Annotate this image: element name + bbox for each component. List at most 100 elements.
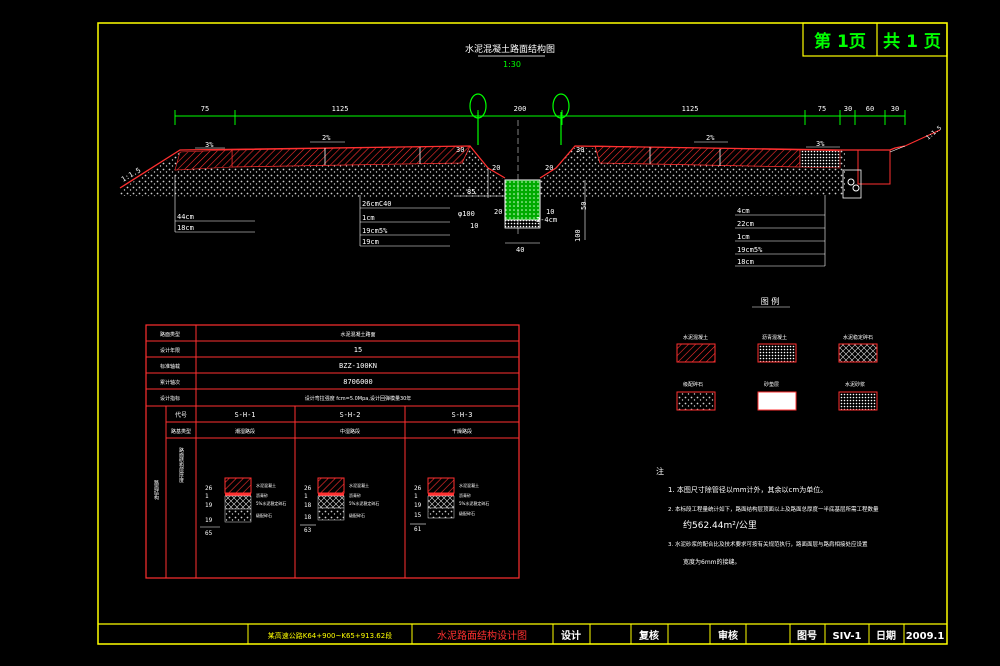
note-3-cont: 宽度为6mm的接缝。	[683, 558, 741, 566]
dim-50: 50	[580, 202, 588, 210]
dim-75-left: 75	[201, 105, 209, 113]
s2-name4: 级配碎石	[349, 512, 365, 518]
pipe-diameter: φ100	[458, 210, 475, 218]
left-layer-1: 44cm	[177, 213, 194, 221]
code-s-h-1: S-H-1	[234, 411, 255, 419]
mid-layer-1: 26cmC40	[362, 200, 392, 208]
table-row4-value: 8706000	[343, 378, 373, 386]
table-row4-label: 累计轴次	[160, 379, 180, 386]
type-s-h-2: 中湿路段	[340, 428, 360, 435]
s1-t1: 26	[205, 485, 213, 492]
date-value: 2009.1	[906, 631, 945, 642]
dim-75-right: 75	[818, 105, 826, 113]
mid-layer-callouts	[359, 195, 450, 247]
total-label: 共 1 页	[883, 32, 941, 52]
pipe-gap: 2-4cm	[536, 216, 557, 224]
title-block	[98, 623, 947, 644]
section-scale: 1:30	[503, 60, 521, 69]
s2-t2: 1	[304, 493, 308, 500]
s2-t4: 18	[304, 514, 312, 521]
dim-60: 60	[866, 105, 874, 113]
table-side-label: 路面结构	[153, 479, 159, 501]
s3-t4: 15	[414, 512, 422, 519]
drawing-no: SIV-1	[832, 631, 861, 642]
outer-frame	[97, 22, 948, 645]
mid-pipe-10: 10	[546, 208, 554, 216]
right-layer-callouts	[735, 195, 826, 267]
s2-name3: 5%水泥稳定碎石	[349, 500, 379, 506]
table-row3-label: 标准轴载	[160, 363, 180, 370]
note-1: 1. 本图尺寸除管径以mm计外，其余以cm为单位。	[668, 485, 827, 494]
left-layer-callouts	[174, 175, 255, 233]
s1-total: 65	[205, 530, 213, 537]
notes-title: 注	[656, 466, 664, 476]
dim-200: 200	[514, 105, 527, 113]
s3-t3: 19	[414, 502, 422, 509]
s3-t1: 26	[414, 485, 422, 492]
road-cross-section	[119, 120, 941, 235]
project-name: 某高速公路K64+900~K65+913.62段	[268, 631, 392, 640]
review-label: 复核	[638, 629, 659, 642]
design-table	[145, 324, 520, 579]
top-dimension-line	[174, 110, 906, 125]
legend-item-6: 水泥砂浆	[845, 381, 865, 388]
legend-item-5: 砂垫层	[764, 381, 779, 388]
dim-30-a: 30	[844, 105, 852, 113]
dim-100: 100	[574, 229, 582, 242]
page-box	[802, 22, 948, 57]
side-slope-right: 1:1.5	[925, 124, 944, 141]
legend-item-4: 级配碎石	[683, 381, 703, 388]
table-row1-value: 水泥混凝土路面	[340, 331, 375, 338]
s2-t3: 18	[304, 502, 312, 509]
code-s-h-2: S-H-2	[339, 411, 360, 419]
s3-t2: 1	[414, 493, 418, 500]
note-3: 3. 水泥砂浆的配合比及技术要求可按有关规范执行，路面面层与路肩相接处应设置	[668, 540, 868, 548]
lower-dims	[455, 168, 586, 244]
center-dim-30-left: 30	[456, 146, 464, 154]
type-s-h-1: 潮湿路段	[235, 428, 255, 435]
structure-2	[300, 477, 345, 526]
legend-swatches	[676, 343, 878, 411]
s2-name2: 沥青砂	[349, 492, 361, 498]
table-inner-label: 路面结构层厚度	[178, 447, 184, 484]
dim-1125-right: 1125	[682, 105, 699, 113]
slope-3-left: 3%	[205, 141, 214, 149]
slope-3-right: 3%	[816, 140, 825, 148]
right-layer-1: 4cm	[737, 207, 750, 215]
right-layer-3: 1cm	[737, 233, 750, 241]
center-dim-20-right: 20	[545, 164, 553, 172]
slope-2-right: 2%	[706, 134, 715, 142]
dim-30-b: 30	[891, 105, 899, 113]
s1-name2: 沥青砂	[256, 492, 268, 498]
tree-left	[469, 93, 487, 145]
page-label: 第 1页	[814, 31, 866, 52]
center-dim-20-left: 20	[492, 164, 500, 172]
mid-layer-2: 1cm	[362, 214, 375, 222]
structure-3	[410, 477, 455, 525]
s1-t3: 19	[205, 502, 213, 509]
s3-name4: 级配碎石	[459, 510, 475, 516]
right-layer-2: 22cm	[737, 220, 754, 228]
table-row5-value: 设计弯拉强度 fcm=5.0Mpa,设计回弹模量30年	[305, 395, 412, 402]
note-2: 2. 本标段工程量统计如下，路面结构层顶面以上及路面总厚度一半底基层所需工程数量	[668, 505, 879, 513]
table-type-header: 路基类型	[171, 428, 191, 435]
dim-1125-left: 1125	[332, 105, 349, 113]
legend-item-1: 水泥混凝土	[683, 334, 708, 341]
s1-t2: 1	[205, 493, 209, 500]
s3-total: 61	[414, 526, 422, 533]
s1-name4: 级配碎石	[256, 512, 272, 518]
pipe-size-label: 10	[470, 222, 478, 230]
approve-label: 审核	[718, 629, 738, 642]
s2-total: 63	[304, 527, 312, 534]
design-label: 设计	[561, 629, 581, 642]
code-s-h-3: S-H-3	[451, 411, 472, 419]
legend-item-2: 沥青混凝土	[762, 334, 787, 341]
mid-layer-3: 19cm5%	[362, 227, 388, 235]
note-2-value: 约562.44m²/公里	[683, 519, 757, 531]
dim-20-lower: 20	[494, 208, 502, 216]
s2-t1: 26	[304, 485, 312, 492]
drawing-no-label: 图号	[797, 630, 817, 642]
type-s-h-3: 干燥路段	[452, 428, 472, 435]
